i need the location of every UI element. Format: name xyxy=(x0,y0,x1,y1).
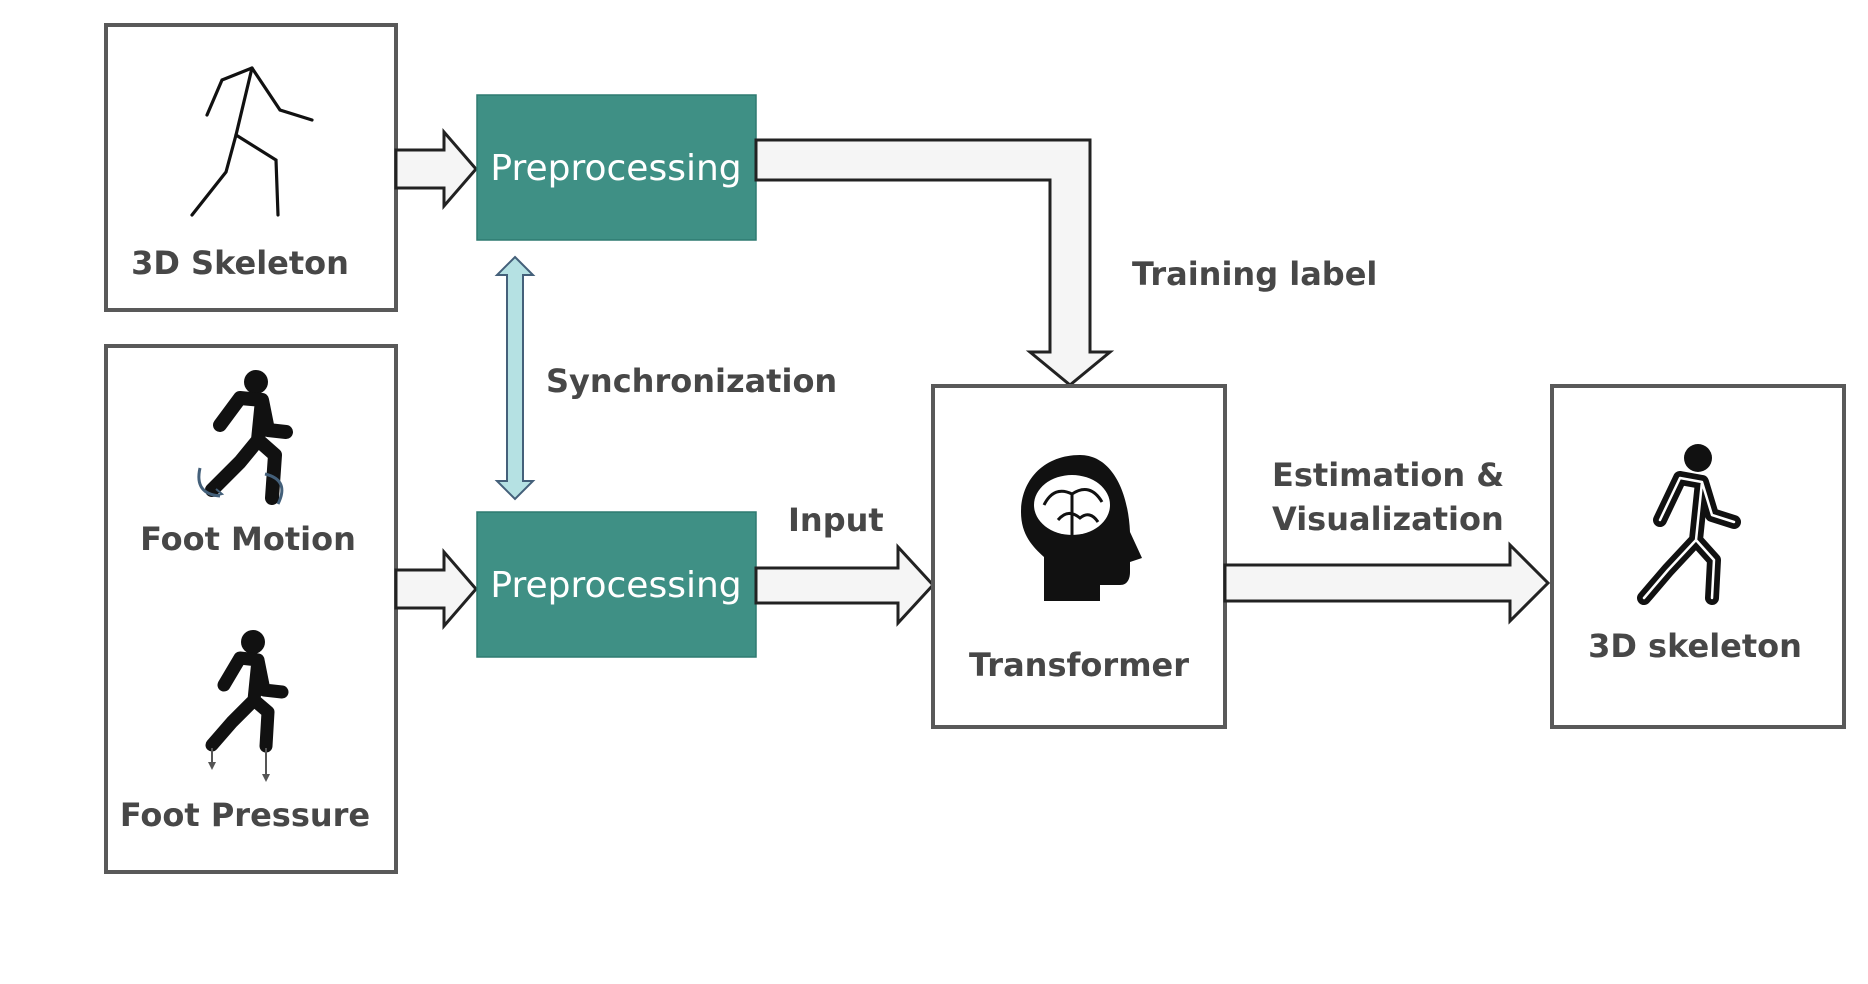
skeleton-input-label: 3D Skeleton xyxy=(131,244,349,282)
brain-head-icon xyxy=(1021,455,1142,601)
foot-input-box xyxy=(104,344,398,874)
foot-pressure-label: Foot Pressure xyxy=(120,796,370,834)
skeleton-input-node: 3D Skeleton xyxy=(104,23,398,312)
foot-input-node: Foot Motion Foot Pressure xyxy=(104,344,398,874)
preprocess-bottom-node: Preprocessing xyxy=(476,511,757,658)
skeleton-output-node: 3D skeleton xyxy=(1550,384,1846,729)
preprocess-top-node: Preprocessing xyxy=(476,94,757,241)
skeleton-output-box xyxy=(1550,384,1846,729)
walking-person-pressure-icon xyxy=(205,630,289,782)
training-label-arrow xyxy=(754,138,1115,387)
preprocess-top-label: Preprocessing xyxy=(490,148,741,189)
input-arrow xyxy=(754,543,936,627)
transformer-node: Transformer xyxy=(931,384,1227,729)
skeleton-output-label: 3D skeleton xyxy=(1588,627,1802,665)
input-label: Input xyxy=(788,501,884,539)
synchronization-arrow xyxy=(494,255,536,501)
foot-to-preprocess-arrow xyxy=(394,547,478,631)
estimation-label-line2: Visualization xyxy=(1272,500,1504,538)
estimation-arrow xyxy=(1223,541,1551,625)
estimation-label-line1: Estimation & xyxy=(1272,456,1504,494)
synchronization-label: Synchronization xyxy=(546,362,837,400)
training-label-text: Training label xyxy=(1132,255,1377,293)
transformer-label: Transformer xyxy=(969,646,1189,684)
preprocess-top-box xyxy=(476,94,757,241)
foot-motion-label: Foot Motion xyxy=(140,520,356,558)
stick-figure-icon xyxy=(190,66,314,217)
skeleton-to-preprocess-arrow xyxy=(394,127,478,211)
preprocess-bottom-label: Preprocessing xyxy=(490,565,741,606)
preprocess-bottom-box xyxy=(476,511,757,658)
walking-person-rotation-icon xyxy=(197,370,293,505)
walking-skeleton-icon xyxy=(1637,444,1741,605)
